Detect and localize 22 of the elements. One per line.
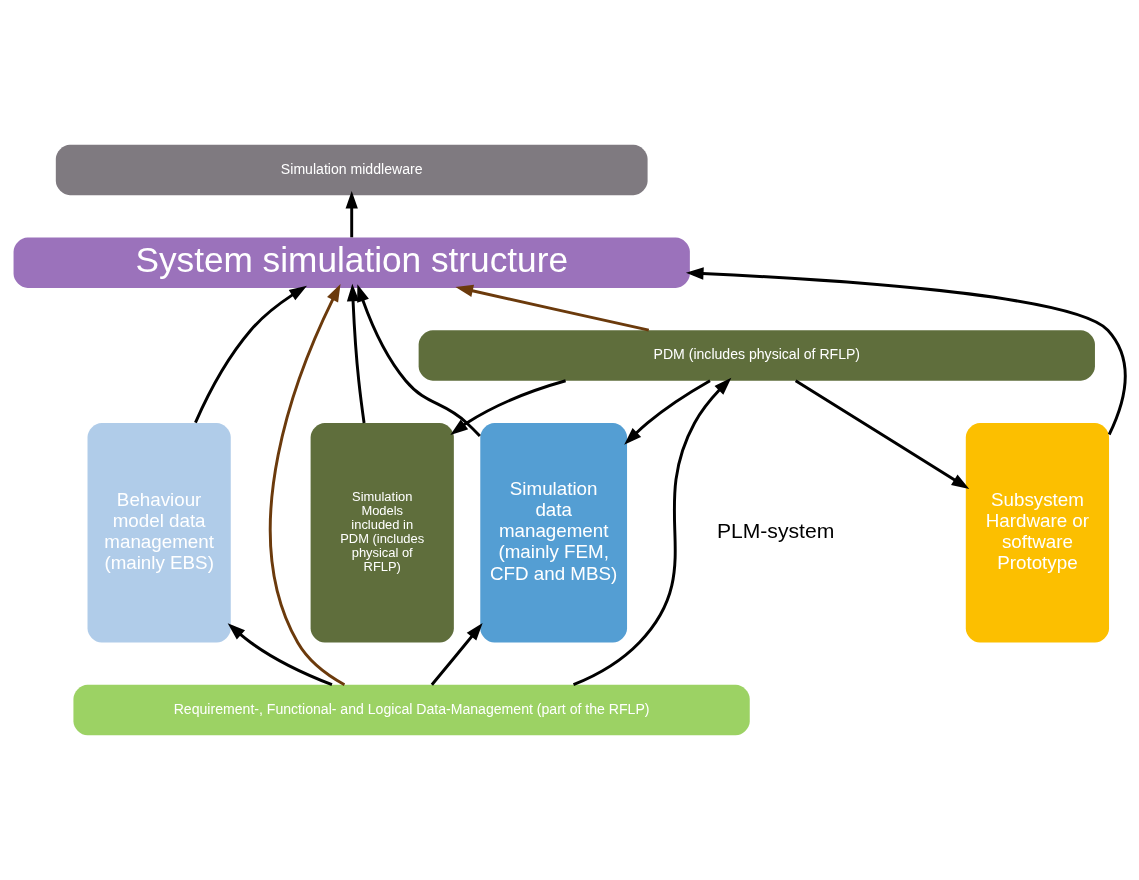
arrow: [269, 284, 346, 686]
arrow: [345, 190, 358, 238]
node-box: PDM (includes physical of RFLP): [418, 330, 1095, 381]
node-box: Simulation data management (mainly FEM, CFD and MBS): [480, 422, 628, 643]
node-box: Simulation middleware: [55, 144, 648, 196]
arrow: [357, 284, 481, 437]
arrow: [624, 379, 711, 445]
arrow: [794, 379, 970, 490]
label: PLM-system: [716, 518, 835, 542]
arrow: [455, 284, 650, 332]
node-box: Subsystem Hardware or software Prototype: [965, 422, 1110, 643]
arrow: [227, 623, 333, 687]
arrow: [430, 623, 483, 686]
arrow: [194, 285, 307, 424]
node-box: Simulation Models included in PDM (includes physical of RFLP): [310, 422, 454, 643]
arrow: [572, 377, 732, 687]
arrow: [450, 379, 566, 435]
node-box: Behaviour model data management (mainly EBS): [87, 422, 231, 643]
arrow: [346, 283, 366, 424]
node-box: Requirement-, Functional- and Logical Data-Management (part of the RFLP): [73, 684, 750, 736]
arrow: [685, 267, 1127, 436]
node-box: System simulation structure: [13, 237, 690, 288]
